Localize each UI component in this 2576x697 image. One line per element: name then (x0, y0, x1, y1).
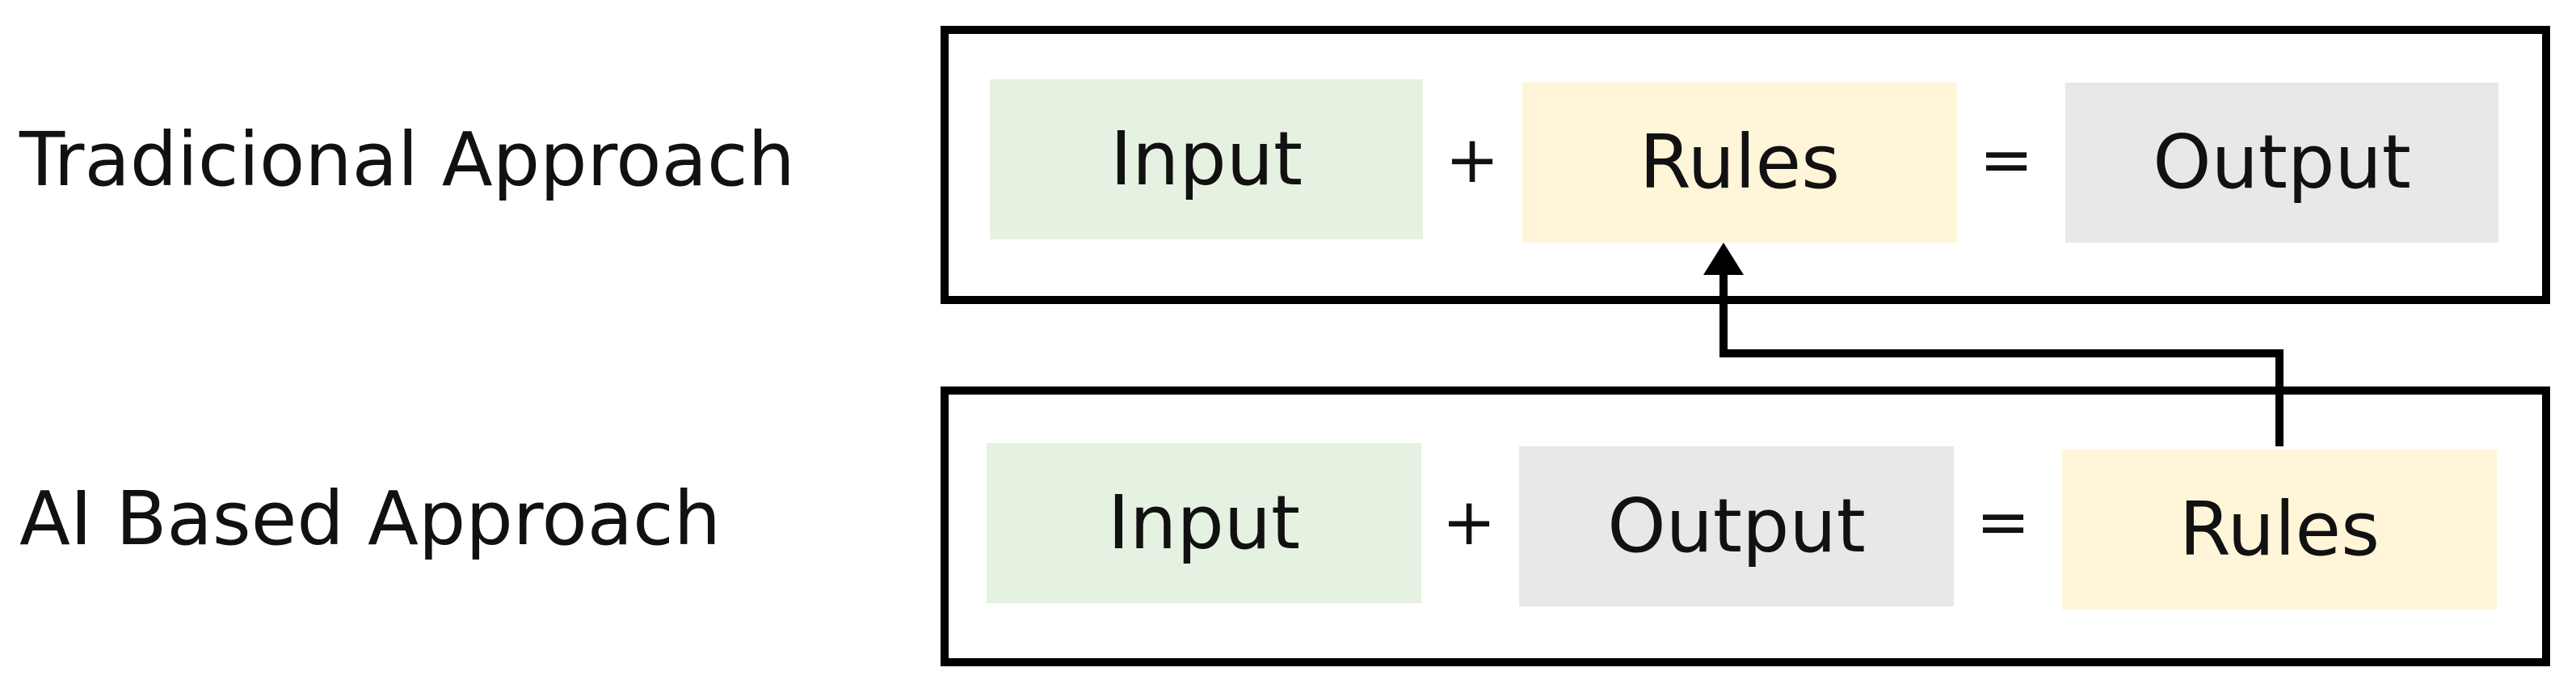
traditional-plus-operator: + (1445, 122, 1500, 197)
traditional-rules-box: Rules (1522, 82, 1957, 243)
ai-rules-box: Rules (2062, 450, 2497, 610)
traditional-equals-operator: = (1979, 122, 2034, 197)
ai-equals-operator: = (1976, 484, 2031, 560)
traditional-input-box: Input (990, 79, 1423, 239)
traditional-output-box: Output (2065, 82, 2498, 243)
ai-approach-label: AI Based Approach (19, 475, 722, 562)
ai-output-box: Output (1519, 446, 1954, 606)
ai-input-box: Input (987, 443, 1421, 603)
ai-plus-operator: + (1442, 484, 1496, 560)
traditional-approach-label: Tradicional Approach (19, 116, 795, 203)
